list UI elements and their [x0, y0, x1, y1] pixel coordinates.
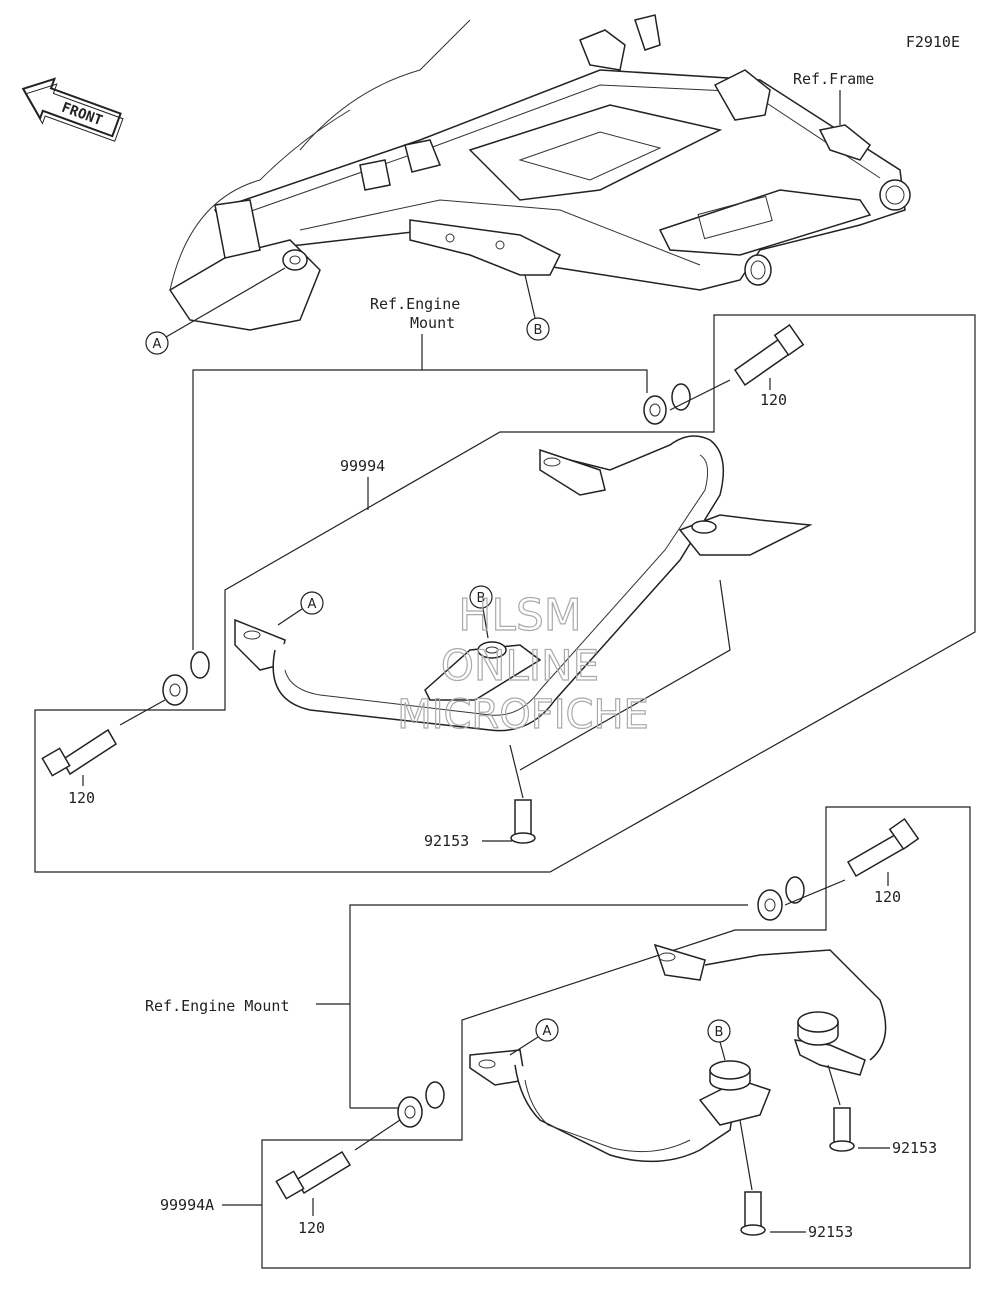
screw-92153-upper — [509, 744, 536, 844]
watermark-line-1: HLSM — [458, 590, 582, 641]
part-120-label-1: 120 — [760, 391, 787, 409]
engine-guard-99994 — [234, 435, 813, 771]
front-arrow-icon: FRONT — [21, 77, 124, 142]
screw-92153-lower-right — [827, 1064, 855, 1152]
bolt-120-upper-left — [41, 699, 166, 777]
svg-text:B: B — [715, 1025, 724, 1040]
watermark: HLSM ONLINE MICROFICHE — [397, 589, 650, 738]
bushing-lower-right — [757, 876, 805, 921]
ref-engine-mount-label-3: Ref.Engine Mount — [145, 997, 290, 1015]
frame-illustration — [168, 14, 911, 331]
ref-engine-mount-bracket-line — [192, 334, 423, 650]
callout-b-lower: B — [707, 1019, 731, 1061]
part-99994A-label: 99994A — [160, 1196, 214, 1214]
assembly-99994-frame — [34, 314, 976, 873]
svg-text:A: A — [153, 337, 162, 352]
screw-92153-lower-left — [739, 1119, 766, 1236]
figure-code: F2910E — [906, 33, 960, 51]
bushing-upper-left — [162, 651, 210, 706]
watermark-line-3: MICROFICHE — [397, 692, 649, 738]
callout-b-mid: B — [469, 585, 493, 639]
callout-a-mid: A — [277, 591, 324, 626]
part-120-label-4: 120 — [298, 1219, 325, 1237]
bushing-lower-left — [397, 1081, 445, 1128]
part-92153-label-1: 92153 — [424, 832, 469, 850]
bolt-120-lower-right — [784, 817, 920, 906]
engine-guard-99994A — [469, 943, 887, 1163]
bolt-120-lower-left — [275, 1119, 401, 1200]
svg-text:B: B — [477, 591, 486, 606]
part-99994-label: 99994 — [340, 457, 385, 475]
callout-a-lower: A — [509, 1018, 559, 1056]
bolt-120-upper-right — [669, 323, 805, 411]
part-92153-label-3: 92153 — [808, 1223, 853, 1241]
ref-frame-label: Ref.Frame — [793, 70, 874, 88]
watermark-line-2: ONLINE — [441, 641, 599, 690]
ref-engine-mount-label-1: Ref.Engine — [370, 295, 460, 313]
callout-a-top: A — [145, 267, 286, 355]
part-92153-label-2: 92153 — [892, 1139, 937, 1157]
callout-b-top: B — [524, 274, 550, 341]
part-120-label-3: 120 — [874, 888, 901, 906]
svg-text:A: A — [543, 1024, 552, 1039]
svg-text:A: A — [308, 597, 317, 612]
ref-engine-mount-label-2: Mount — [410, 314, 455, 332]
part-120-label-2: 120 — [68, 789, 95, 807]
assembly-99994A-frame — [261, 806, 971, 1269]
svg-text:B: B — [534, 323, 543, 338]
bushing-upper-right — [643, 383, 691, 425]
